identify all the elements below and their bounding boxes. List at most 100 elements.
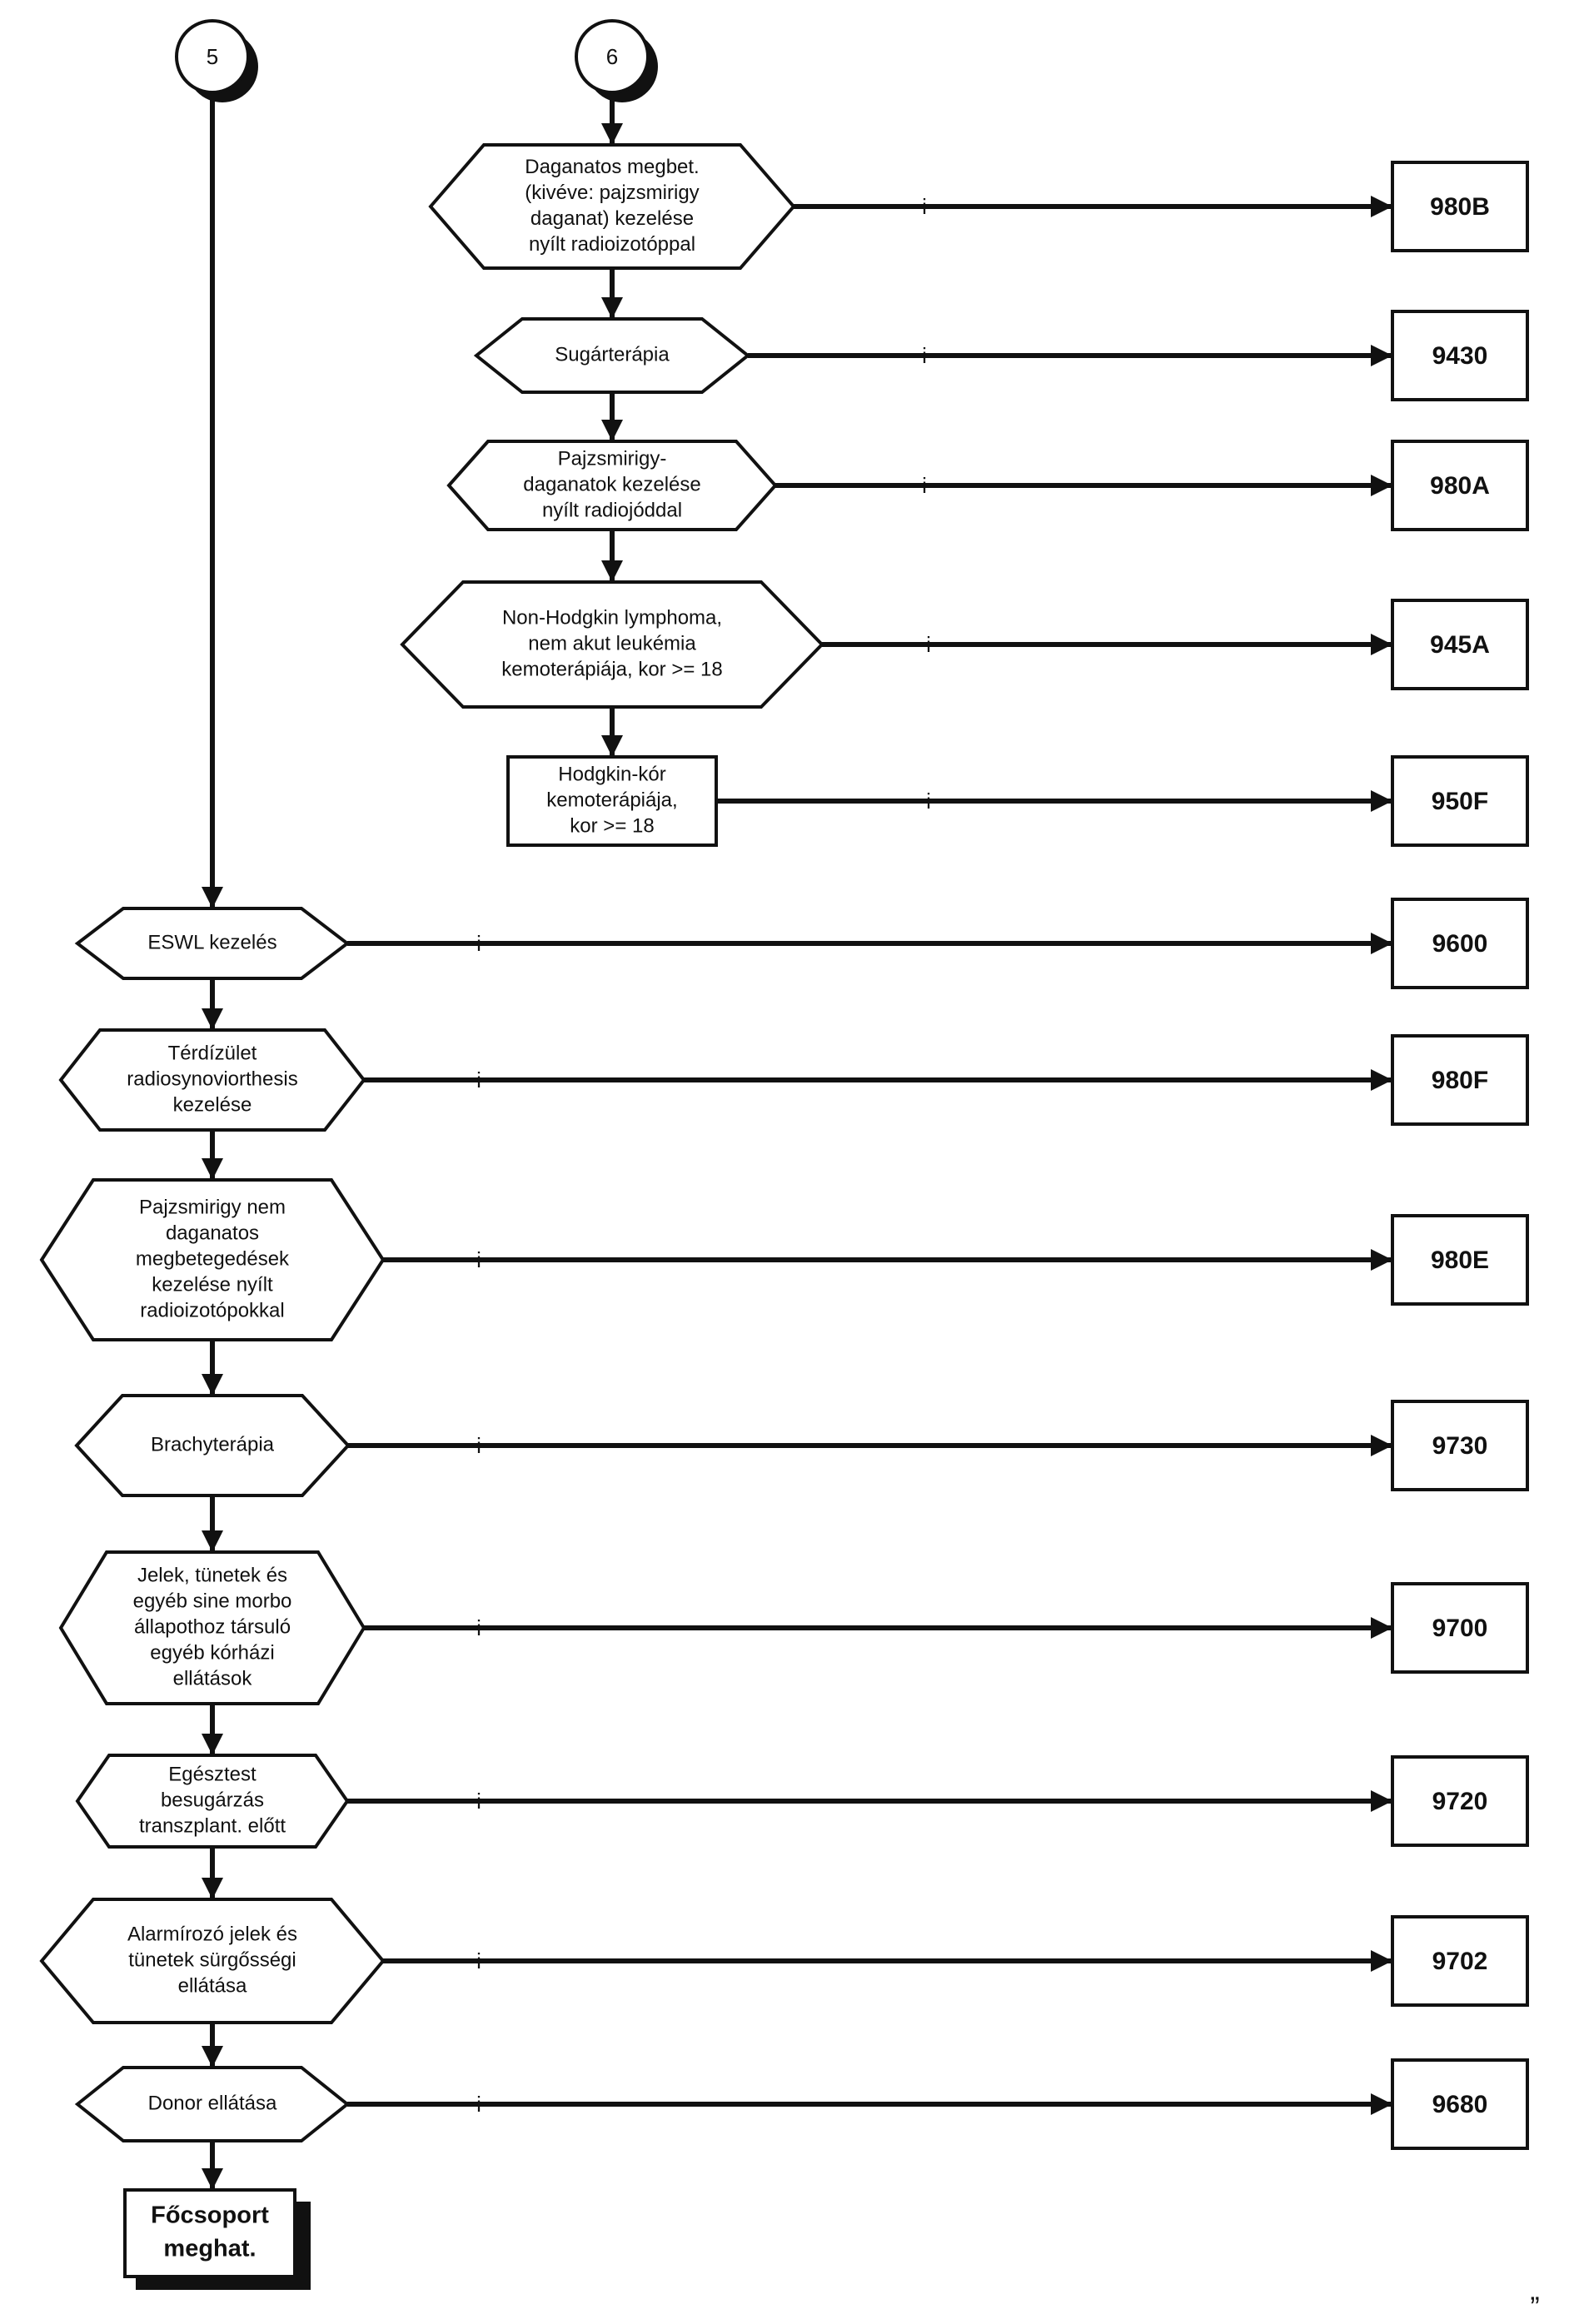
node-label-line: ellátása (178, 1974, 247, 1997)
code-box-945A[interactable]: 945A (1391, 599, 1529, 690)
edge-label-i: i (476, 1067, 481, 1092)
code-box-980B[interactable]: 980B (1391, 161, 1529, 252)
code-box-rect (1391, 755, 1529, 847)
node-label-line: Donor ellátása (148, 2092, 277, 2114)
code-label: 980A (1430, 472, 1490, 500)
decision-left-4 (58, 1550, 366, 1705)
edge-label-i: i (476, 931, 481, 956)
branch-arrow-head (1371, 1249, 1392, 1271)
code-box-980E[interactable]: 980E (1391, 1214, 1529, 1306)
branch-arrow-head (1371, 634, 1392, 655)
decision-left-7 (74, 2066, 351, 2142)
code-box-rect (1391, 1400, 1529, 1491)
code-box-9702[interactable]: 9702 (1391, 1915, 1529, 2007)
code-box-rect (1391, 898, 1529, 989)
code-box-rect (1391, 599, 1529, 690)
edge-label-i: i (922, 194, 927, 219)
node-label-line: besugárzás (161, 1789, 264, 1811)
code-label: 980B (1430, 193, 1490, 221)
decision-right-0 (428, 143, 796, 270)
code-label: 9702 (1432, 1948, 1488, 1975)
code-box-9720[interactable]: 9720 (1391, 1755, 1529, 1847)
flow-arrow-head (601, 420, 623, 441)
edge-label-i: i (476, 1948, 481, 1973)
decision-left-0 (74, 907, 351, 980)
node-label-line: daganat) kezelése (530, 207, 694, 230)
branch-arrow-head (1371, 1617, 1392, 1639)
code-box-rect (1391, 161, 1529, 252)
flow-arrow-head (202, 1008, 223, 1030)
node-label-line: ellátások (173, 1667, 253, 1690)
flow-arrow-head (202, 1734, 223, 1755)
node-label-line: kemoterápiája, kor >= 18 (501, 658, 723, 680)
node-label-line: nyílt radioizotóppal (529, 233, 695, 256)
edge-label-i: i (922, 343, 927, 368)
code-box-980F[interactable]: 980F (1391, 1034, 1529, 1126)
node-label-line: kemoterápiája, (546, 789, 677, 811)
node-label-line: Sugárterápia (555, 343, 670, 366)
code-box-980A[interactable]: 980A (1391, 440, 1529, 531)
node-label-line: egyéb sine morbo (133, 1590, 292, 1612)
branch-arrow-head (1371, 1435, 1392, 1456)
branch-arrow-head (1371, 933, 1392, 954)
code-label: 980F (1432, 1067, 1488, 1094)
edge-label-i: i (476, 1615, 481, 1640)
node-label-line: állapothoz társuló (134, 1615, 291, 1638)
process-right-4 (506, 755, 718, 847)
code-box-rect (1391, 440, 1529, 531)
code-label: 9680 (1432, 2091, 1488, 2118)
code-box-9680[interactable]: 9680 (1391, 2058, 1529, 2150)
flow-arrow-head (601, 735, 623, 757)
branch-arrow-head (1371, 345, 1392, 366)
connector-circle (175, 19, 250, 94)
flow-arrow-head (202, 1530, 223, 1552)
code-box-rect (1391, 1582, 1529, 1674)
node-label-line: radiosynoviorthesis (127, 1067, 297, 1090)
flow-arrow-terminal-head (202, 2168, 223, 2190)
terminal-label-line: meghat. (163, 2236, 256, 2262)
branch-arrow-head (1371, 196, 1392, 217)
edge-label-i: i (926, 632, 931, 657)
code-label: 9600 (1432, 930, 1488, 958)
branch-arrow-head (1371, 2093, 1392, 2115)
node-label-line: tünetek sürgősségi (128, 1948, 296, 1971)
code-box-9600[interactable]: 9600 (1391, 898, 1529, 989)
node-label-line: Hodgkin-kór (558, 763, 665, 785)
flow-arrow-head (202, 1158, 223, 1180)
node-label-line: Egésztest (168, 1763, 257, 1785)
edge-label-i: i (476, 2092, 481, 2117)
connector-6: 6 (575, 19, 658, 102)
node-label-line: (kivéve: pajzsmirigy (525, 182, 699, 204)
node-label-line: daganatos (166, 1222, 259, 1244)
node-label-line: Pajzsmirigy- (558, 447, 667, 470)
decision-left-1 (58, 1028, 366, 1132)
terminal-rect (123, 2188, 296, 2278)
decision-left-6 (39, 1898, 386, 2024)
flow-arrow-6-head (601, 123, 623, 145)
flow-arrow-head (202, 1878, 223, 1899)
branch-arrow-head (1371, 475, 1392, 496)
connector-label: 5 (207, 44, 218, 69)
corner-quote-mark: ” (1530, 2292, 1539, 2323)
decision-right-2 (446, 440, 778, 531)
node-label-line: Jelek, tünetek és (137, 1564, 287, 1586)
node-label-line: egyéb kórházi (150, 1641, 274, 1664)
edge-label-i: i (476, 1789, 481, 1814)
decision-left-5 (75, 1754, 350, 1849)
branch-arrow-head (1371, 1069, 1392, 1091)
code-box-950F[interactable]: 950F (1391, 755, 1529, 847)
code-box-9700[interactable]: 9700 (1391, 1582, 1529, 1674)
flow-arrow-head (601, 297, 623, 319)
node-label-line: Térdízület (168, 1042, 257, 1064)
node-label-line: Brachyterápia (151, 1433, 275, 1456)
edge-label-i: i (476, 1433, 481, 1458)
node-label-line: Alarmírozó jelek és (127, 1923, 297, 1945)
flow-arrow-5-head (202, 887, 223, 908)
connector-circle (575, 19, 650, 94)
code-label: 980E (1431, 1247, 1489, 1274)
code-box-9430[interactable]: 9430 (1391, 310, 1529, 401)
node-label-line: nyílt radiojóddal (542, 499, 682, 521)
code-box-9730[interactable]: 9730 (1391, 1400, 1529, 1491)
node-label-line: transzplant. előtt (139, 1814, 286, 1837)
code-box-rect (1391, 1755, 1529, 1847)
